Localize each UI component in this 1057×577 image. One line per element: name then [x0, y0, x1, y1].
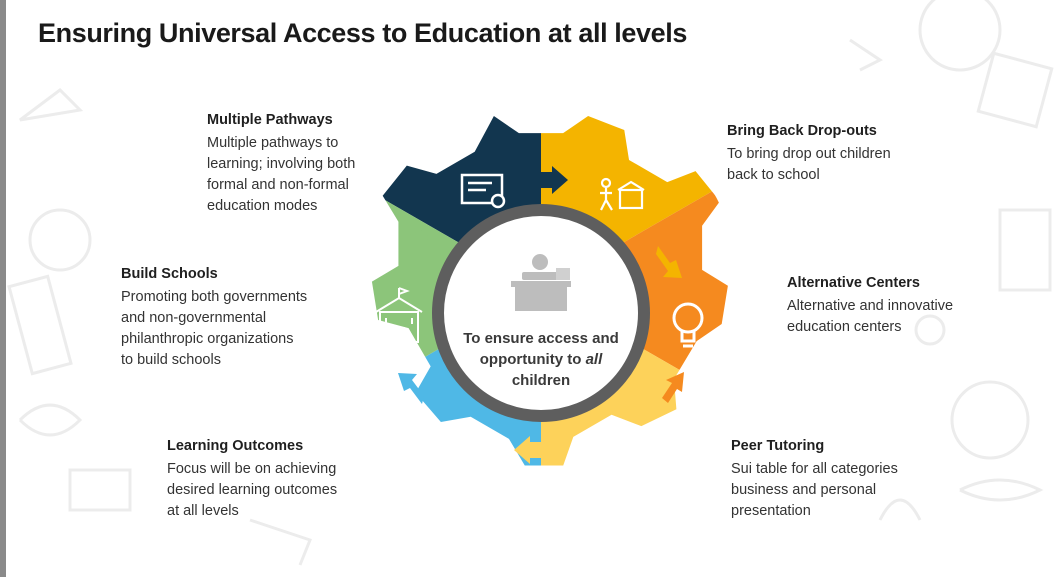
label-bring-back-dropouts: Bring Back Drop-outs To bring drop out c… [727, 121, 891, 186]
hub-text-line2: opportunity to all [446, 349, 636, 370]
label-line: back to school [727, 167, 820, 183]
label-line: learning; involving both [207, 156, 356, 172]
arrow-outcomes-to-schools [398, 373, 424, 404]
arrow-dropouts-to-centers [656, 246, 682, 278]
label-heading: Peer Tutoring [731, 438, 825, 454]
label-line: Focus will be on achieving [167, 461, 337, 477]
label-alternative-centers: Alternative Centers Alternative and inno… [787, 273, 953, 338]
school-building-icon [375, 287, 423, 343]
label-line: to build schools [121, 352, 221, 368]
label-line: To bring drop out children [727, 146, 891, 162]
label-line: business and personal [731, 482, 877, 498]
pencil-icon [428, 425, 473, 475]
label-line: Alternative and innovative [787, 298, 954, 314]
label-line: Promoting both governments [121, 289, 308, 305]
label-line: presentation [731, 503, 811, 519]
hub-text-line3: children [511, 372, 571, 389]
teacher-desk-icon [511, 254, 571, 311]
label-heading: Alternative Centers [787, 275, 920, 291]
label-heading: Build Schools [121, 266, 218, 282]
hub-text-line2-main: opportunity to [479, 351, 582, 368]
arrow-pathways-to-dropouts [530, 166, 568, 194]
people-group-icon [588, 439, 638, 470]
label-line: at all levels [167, 503, 239, 519]
arrow-centers-to-tutoring [662, 372, 684, 403]
label-line: desired learning outcomes [167, 482, 338, 498]
label-line: education centers [787, 319, 902, 335]
hub-text-line2-emphasis: all [585, 351, 603, 368]
certificate-icon [460, 173, 506, 209]
label-line: and non-governmental [121, 310, 267, 326]
lightbulb-icon [672, 302, 704, 348]
label-heading: Learning Outcomes [167, 438, 304, 454]
walking-to-school-icon [600, 177, 645, 211]
label-line: philanthropic organizations [121, 331, 294, 347]
page-title: Ensuring Universal Access to Education a… [38, 18, 687, 48]
label-build-schools: Build Schools Promoting both governments… [121, 264, 307, 371]
arrow-tutoring-to-outcomes [514, 436, 552, 464]
label-learning-outcomes: Learning Outcomes Focus will be on achie… [167, 436, 337, 522]
hub-text: To ensure access and opportunity to all … [446, 328, 636, 391]
label-line: formal and non-formal [207, 177, 349, 193]
label-heading: Bring Back Drop-outs [727, 123, 877, 139]
label-heading: Multiple Pathways [207, 112, 333, 128]
label-line: Multiple pathways to [207, 135, 339, 151]
label-multiple-pathways: Multiple Pathways Multiple pathways to l… [207, 110, 355, 217]
arrow-schools-to-pathways [405, 228, 428, 259]
label-peer-tutoring: Peer Tutoring Sui table for all categori… [731, 436, 898, 522]
hub-ring [432, 204, 650, 422]
label-line: education modes [207, 198, 318, 214]
hub-text-line1: To ensure access and [463, 330, 619, 347]
label-line: Sui table for all categories [731, 461, 898, 477]
left-edge-bar [0, 0, 6, 577]
